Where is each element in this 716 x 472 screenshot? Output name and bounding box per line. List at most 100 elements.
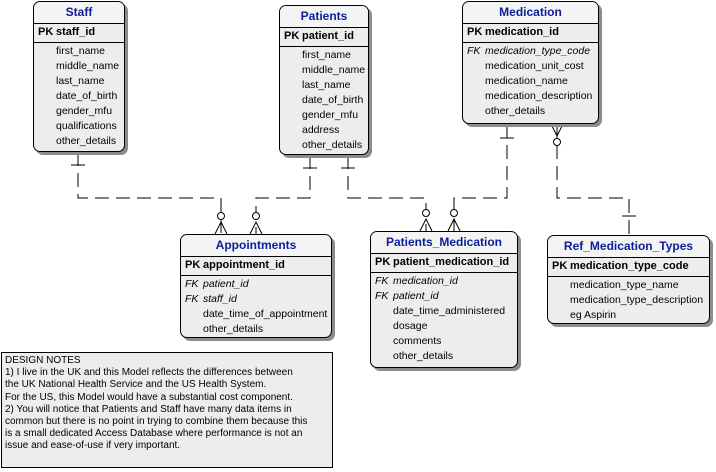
- key-marker: [284, 93, 302, 108]
- relationship-staff-appointments: [77, 152, 222, 234]
- entity-title: Patients_Medication: [371, 232, 517, 254]
- key-marker: [38, 134, 56, 149]
- attribute: middle_name: [38, 59, 120, 74]
- attribute-name: other_details: [203, 323, 264, 335]
- design-notes-line: 2) You will notice that Patients and Sta…: [5, 403, 292, 415]
- design-notes-line: DESIGN NOTES: [5, 355, 81, 366]
- attribute-name: patient_id: [203, 278, 249, 290]
- entity-title: Patients: [280, 6, 368, 28]
- key-marker: PK: [284, 30, 300, 42]
- key-marker: [38, 89, 56, 104]
- relationship-ref-types-medication: [556, 124, 630, 235]
- key-marker: [467, 59, 485, 74]
- foreign-key-attribute: FK patient_id: [185, 277, 327, 292]
- key-marker: [284, 123, 302, 138]
- attribute-name: middle_name: [302, 64, 366, 76]
- key-marker: [467, 74, 485, 89]
- attribute: date_of_birth: [284, 93, 364, 108]
- attribute: first_name: [284, 48, 364, 63]
- key-marker: FK: [185, 278, 199, 290]
- attribute: medication_description: [467, 89, 594, 104]
- key-marker: [185, 322, 203, 337]
- attribute: eg Aspirin: [552, 308, 705, 323]
- attribute: dosage: [375, 319, 513, 334]
- entity-title: Appointments: [181, 235, 331, 257]
- key-marker: [552, 308, 570, 323]
- attribute: address: [284, 123, 364, 138]
- key-marker: [284, 138, 302, 153]
- attribute: last_name: [284, 78, 364, 93]
- entity-title: Medication: [463, 2, 598, 24]
- attribute: middle_name: [284, 63, 366, 78]
- key-marker: [284, 63, 302, 78]
- attribute-name: other_details: [485, 105, 546, 117]
- key-marker: [375, 304, 393, 319]
- attribute-name: qualifications: [56, 120, 117, 132]
- attribute-name: staff_id: [56, 26, 96, 38]
- attribute-name: last_name: [302, 79, 351, 91]
- attribute-name: gender_mfu: [302, 109, 359, 121]
- attribute-name: medication_description: [485, 90, 593, 102]
- key-marker: [552, 293, 570, 308]
- attribute: other_details: [467, 104, 594, 119]
- key-marker: FK: [467, 45, 481, 57]
- key-marker: [38, 119, 56, 134]
- attribute-name: date_of_birth: [56, 90, 118, 102]
- attribute-name: other_details: [393, 350, 454, 362]
- attribute-name: eg Aspirin: [570, 309, 617, 321]
- attribute-name: first_name: [302, 49, 352, 61]
- attribute-name: medication_id: [485, 26, 559, 38]
- attribute-name: medication_type_code: [570, 260, 689, 272]
- attribute-name: date_time_of_appointment: [203, 308, 328, 320]
- key-marker: PK: [375, 256, 391, 268]
- attribute-name: patient_medication_id: [393, 256, 510, 268]
- attribute-section: first_name middle_name last_name date_of_bi…: [280, 47, 368, 154]
- relationship-patients-appointments: [255, 155, 311, 234]
- attribute-name: medication_id: [393, 275, 458, 287]
- attribute: date_time_of_appointment: [185, 307, 327, 322]
- attribute-name: staff_id: [203, 293, 237, 305]
- attribute-name: dosage: [393, 320, 428, 332]
- design-notes-line: For the US, this Model would have a subs…: [5, 391, 293, 403]
- attribute-name: medication_type_description: [570, 294, 704, 306]
- attribute: medication_unit_cost: [467, 59, 594, 74]
- key-marker: PK: [38, 26, 54, 38]
- entity-title: Ref_Medication_Types: [548, 236, 709, 258]
- attribute: medication_type_description: [552, 293, 705, 308]
- design-notes-line: 1) I live in the UK and this Model refle…: [5, 367, 293, 379]
- attribute: last_name: [38, 74, 120, 89]
- attribute-name: medication_name: [485, 75, 568, 87]
- attribute-name: medication_type_name: [570, 279, 679, 291]
- attribute: other_details: [185, 322, 327, 337]
- attribute: other_details: [38, 134, 120, 149]
- key-marker: [552, 278, 570, 293]
- entity-title: Staff: [34, 2, 124, 24]
- key-marker: PK: [552, 260, 568, 272]
- design-notes-line: the UK National Health Service and the U…: [5, 379, 267, 391]
- key-marker: FK: [375, 275, 389, 287]
- key-marker: [38, 59, 56, 74]
- attribute-name: other_details: [302, 139, 363, 151]
- key-marker: [375, 349, 393, 364]
- design-notes-line: issue and ease-of-use if very important.: [5, 440, 181, 452]
- relationship-medication-patients-medication: [453, 124, 508, 231]
- attribute-name: date_of_birth: [302, 94, 364, 106]
